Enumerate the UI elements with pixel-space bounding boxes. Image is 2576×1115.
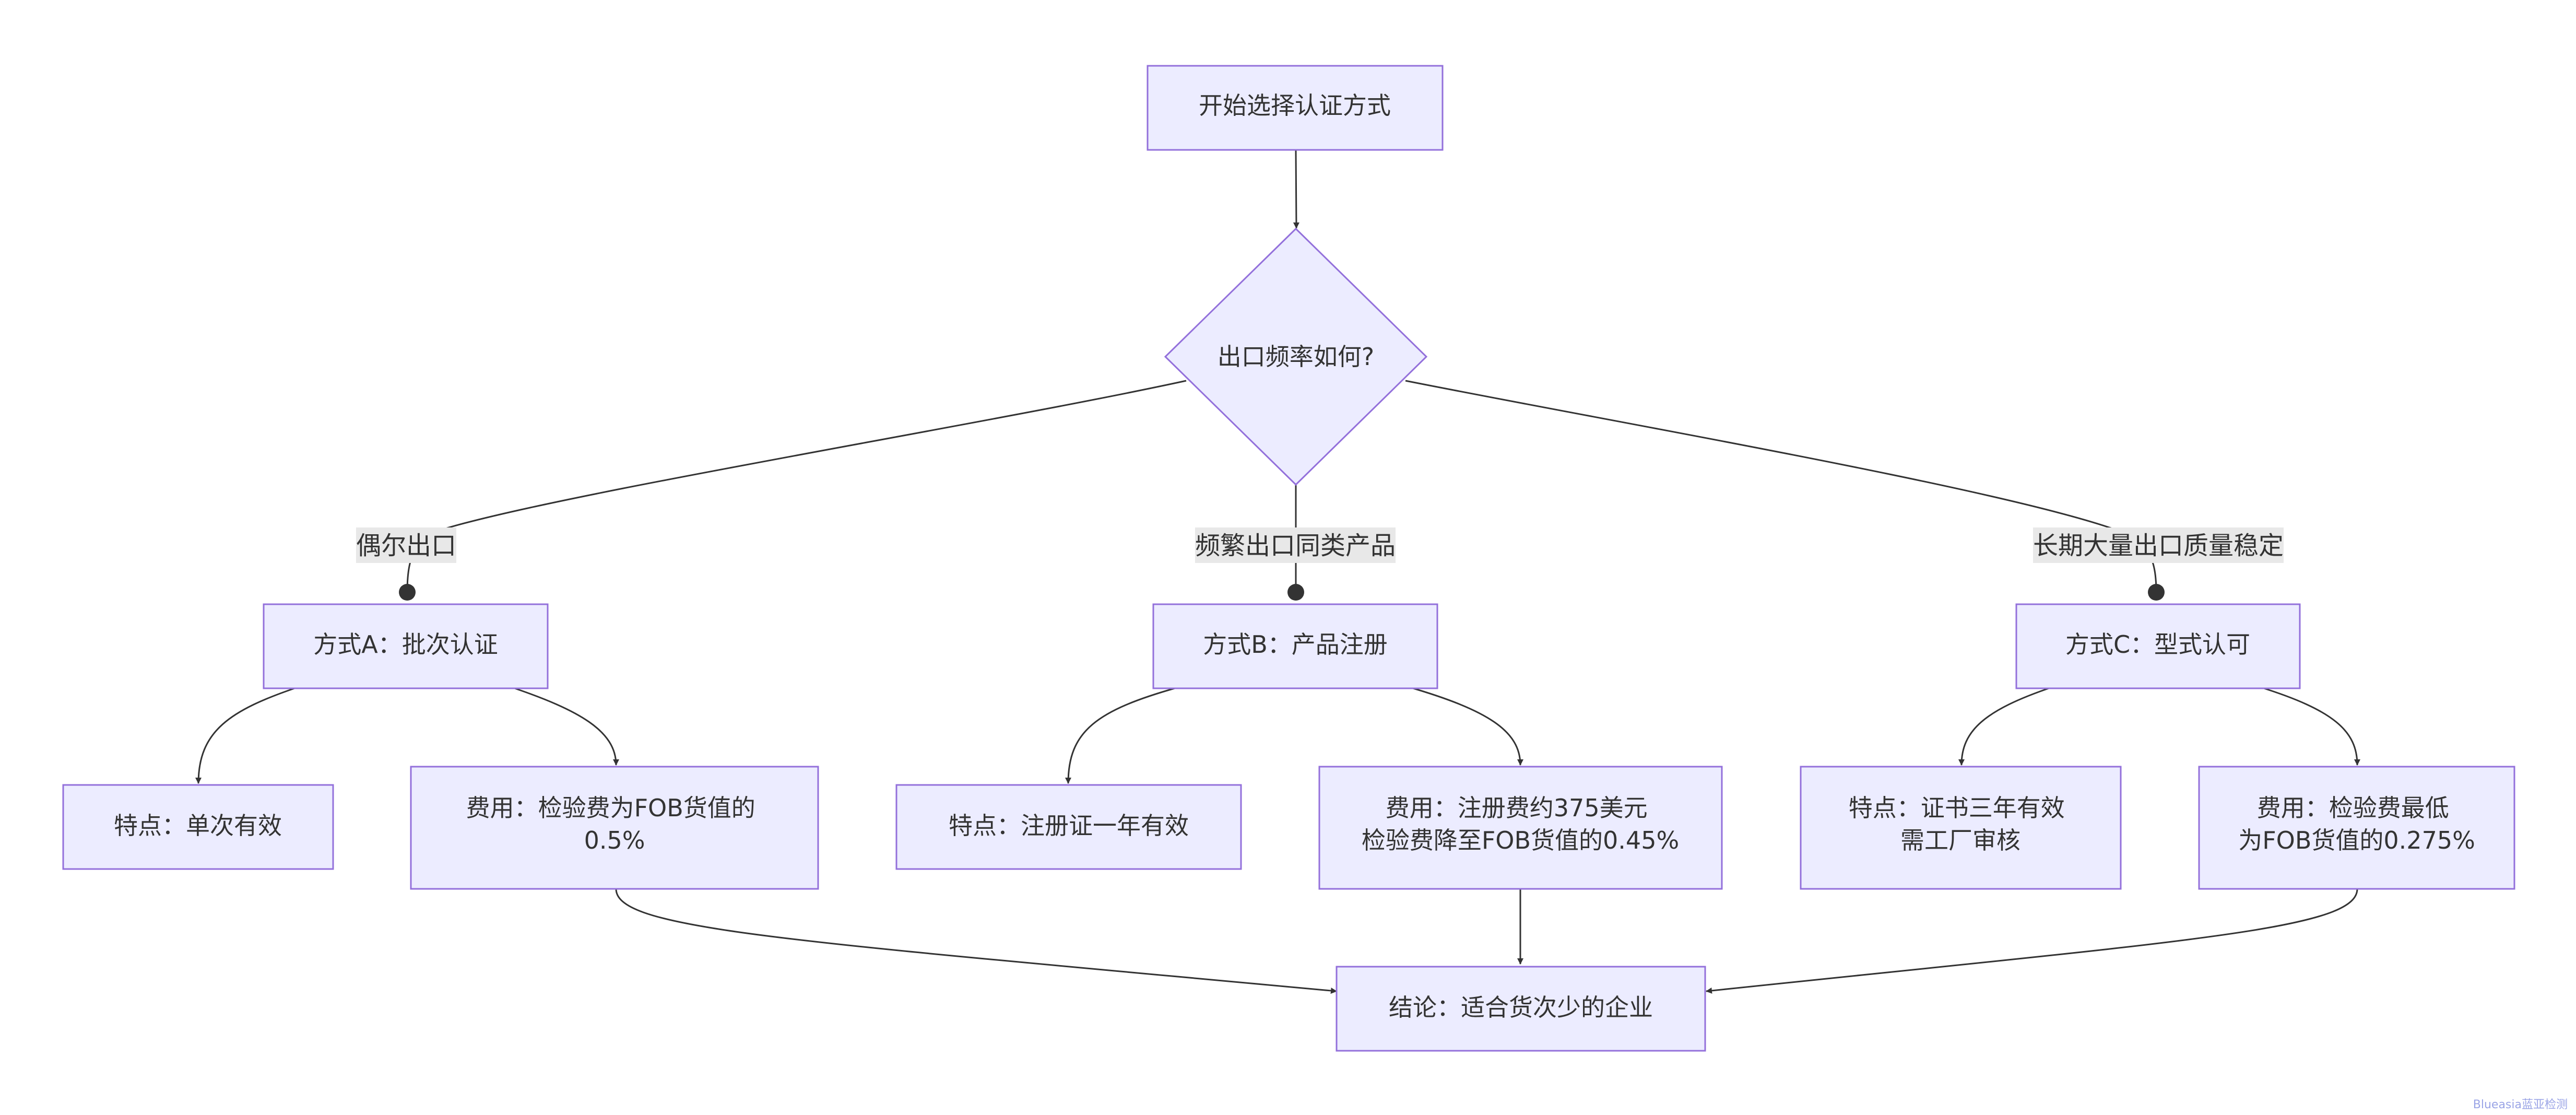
edge-label-long-term: 长期大量出口质量稳定 [2033, 527, 2284, 563]
edge-label-occasional: 偶尔出口 [356, 527, 456, 563]
edge-c-endpoint-dot [2148, 584, 2165, 601]
edge-b-to-feature [1065, 686, 1179, 784]
edges [195, 149, 2360, 994]
edge-b-to-cost [1409, 686, 1523, 766]
node-b-feature-line-1: 特点：注册证一年有效 [949, 812, 1189, 840]
node-c-feature-text: 特点：证书三年有效 需工厂审核 [1849, 794, 2073, 854]
node-c-cost-line-1: 费用：检验费最低 [2257, 794, 2449, 822]
edge-labels: 偶尔出口 频繁出口同类产品 长期大量出口质量稳定 [356, 527, 2284, 563]
node-c-cost-line-2: 为FOB货值的0.275% [2238, 826, 2475, 854]
node-method-c-line-1: 方式C：型式认可 [2065, 630, 2250, 659]
edge-b-endpoint-dot [1287, 584, 1304, 601]
node-method-b-line-1: 方式B：产品注册 [1203, 630, 1388, 659]
node-a-cost: 费用：检验费为FOB货值的 0.5% [410, 766, 819, 890]
node-a-feature-text: 特点：单次有效 [114, 812, 282, 840]
edge-label-long-term-text: 长期大量出口质量稳定 [2033, 531, 2284, 560]
node-c-feature-line-1: 特点：证书三年有效 [1849, 794, 2065, 822]
node-decision-line-1: 出口频率如何? [1218, 343, 1374, 371]
node-a-cost-text: 费用：检验费为FOB货值的 0.5% [466, 794, 763, 854]
node-b-cost-line-2: 检验费降至FOB货值的0.45% [1362, 826, 1679, 854]
node-conclusion-text: 结论：适合货次少的企业 [1389, 993, 1653, 1022]
edge-label-occasional-text: 偶尔出口 [356, 531, 456, 560]
node-conclusion: 结论：适合货次少的企业 [1336, 966, 1706, 1052]
edge-label-frequent-text: 频繁出口同类产品 [1195, 531, 1396, 560]
edge-decision-to-a [406, 380, 1187, 593]
node-c-feature: 特点：证书三年有效 需工厂审核 [1800, 766, 2122, 890]
node-a-feature-line-1: 特点：单次有效 [114, 812, 282, 840]
node-start-text: 开始选择认证方式 [1199, 91, 1391, 120]
node-b-feature: 特点：注册证一年有效 [895, 784, 1242, 870]
node-b-feature-text: 特点：注册证一年有效 [949, 812, 1189, 840]
node-decision: 出口频率如何? [1164, 227, 1428, 486]
node-method-b: 方式B：产品注册 [1152, 603, 1438, 689]
edge-a-endpoint-dot [399, 584, 416, 601]
node-b-cost-line-1: 费用：注册费约375美元 [1386, 794, 1648, 822]
edge-c-to-feature [1958, 686, 2052, 766]
node-b-cost: 费用：注册费约375美元 检验费降至FOB货值的0.45% [1318, 766, 1723, 890]
node-a-cost-line-2: 0.5% [584, 826, 645, 854]
node-method-a-text: 方式A：批次认证 [313, 630, 498, 659]
node-method-c: 方式C：型式认可 [2015, 603, 2301, 689]
node-a-cost-line-1: 费用：检验费为FOB货值的 [466, 794, 755, 822]
node-method-a-line-1: 方式A：批次认证 [313, 630, 498, 659]
edge-a-to-cost [511, 686, 619, 766]
node-method-b-text: 方式B：产品注册 [1203, 630, 1388, 659]
node-c-cost-text: 费用：检验费最低 为FOB货值的0.275% [2238, 794, 2475, 854]
node-start: 开始选择认证方式 [1147, 65, 1444, 151]
edge-a-cost-to-conclusion [615, 888, 1337, 994]
node-method-c-text: 方式C：型式认可 [2065, 630, 2250, 659]
nodes: 开始选择认证方式 出口频率如何? 方式A：批次认证 方式B：产品注册 方式C：型 [62, 65, 2515, 1052]
node-start-line-1: 开始选择认证方式 [1199, 91, 1391, 120]
node-c-feature-line-2: 需工厂审核 [1900, 826, 2020, 854]
node-b-cost-text: 费用：注册费约375美元 检验费降至FOB货值的0.45% [1362, 794, 1679, 854]
edge-c-cost-to-conclusion [1706, 888, 2358, 994]
edge-label-frequent: 频繁出口同类产品 [1195, 527, 1396, 563]
node-conclusion-line-1: 结论：适合货次少的企业 [1389, 993, 1653, 1022]
node-c-cost: 费用：检验费最低 为FOB货值的0.275% [2198, 766, 2515, 890]
edge-a-to-feature [195, 686, 298, 784]
node-method-a: 方式A：批次认证 [263, 603, 549, 689]
edge-c-to-cost [2260, 686, 2360, 766]
node-decision-text: 出口频率如何? [1218, 343, 1374, 371]
node-a-feature: 特点：单次有效 [62, 784, 334, 870]
watermark-text: Blueasia蓝亚检测 [2473, 1098, 2568, 1111]
